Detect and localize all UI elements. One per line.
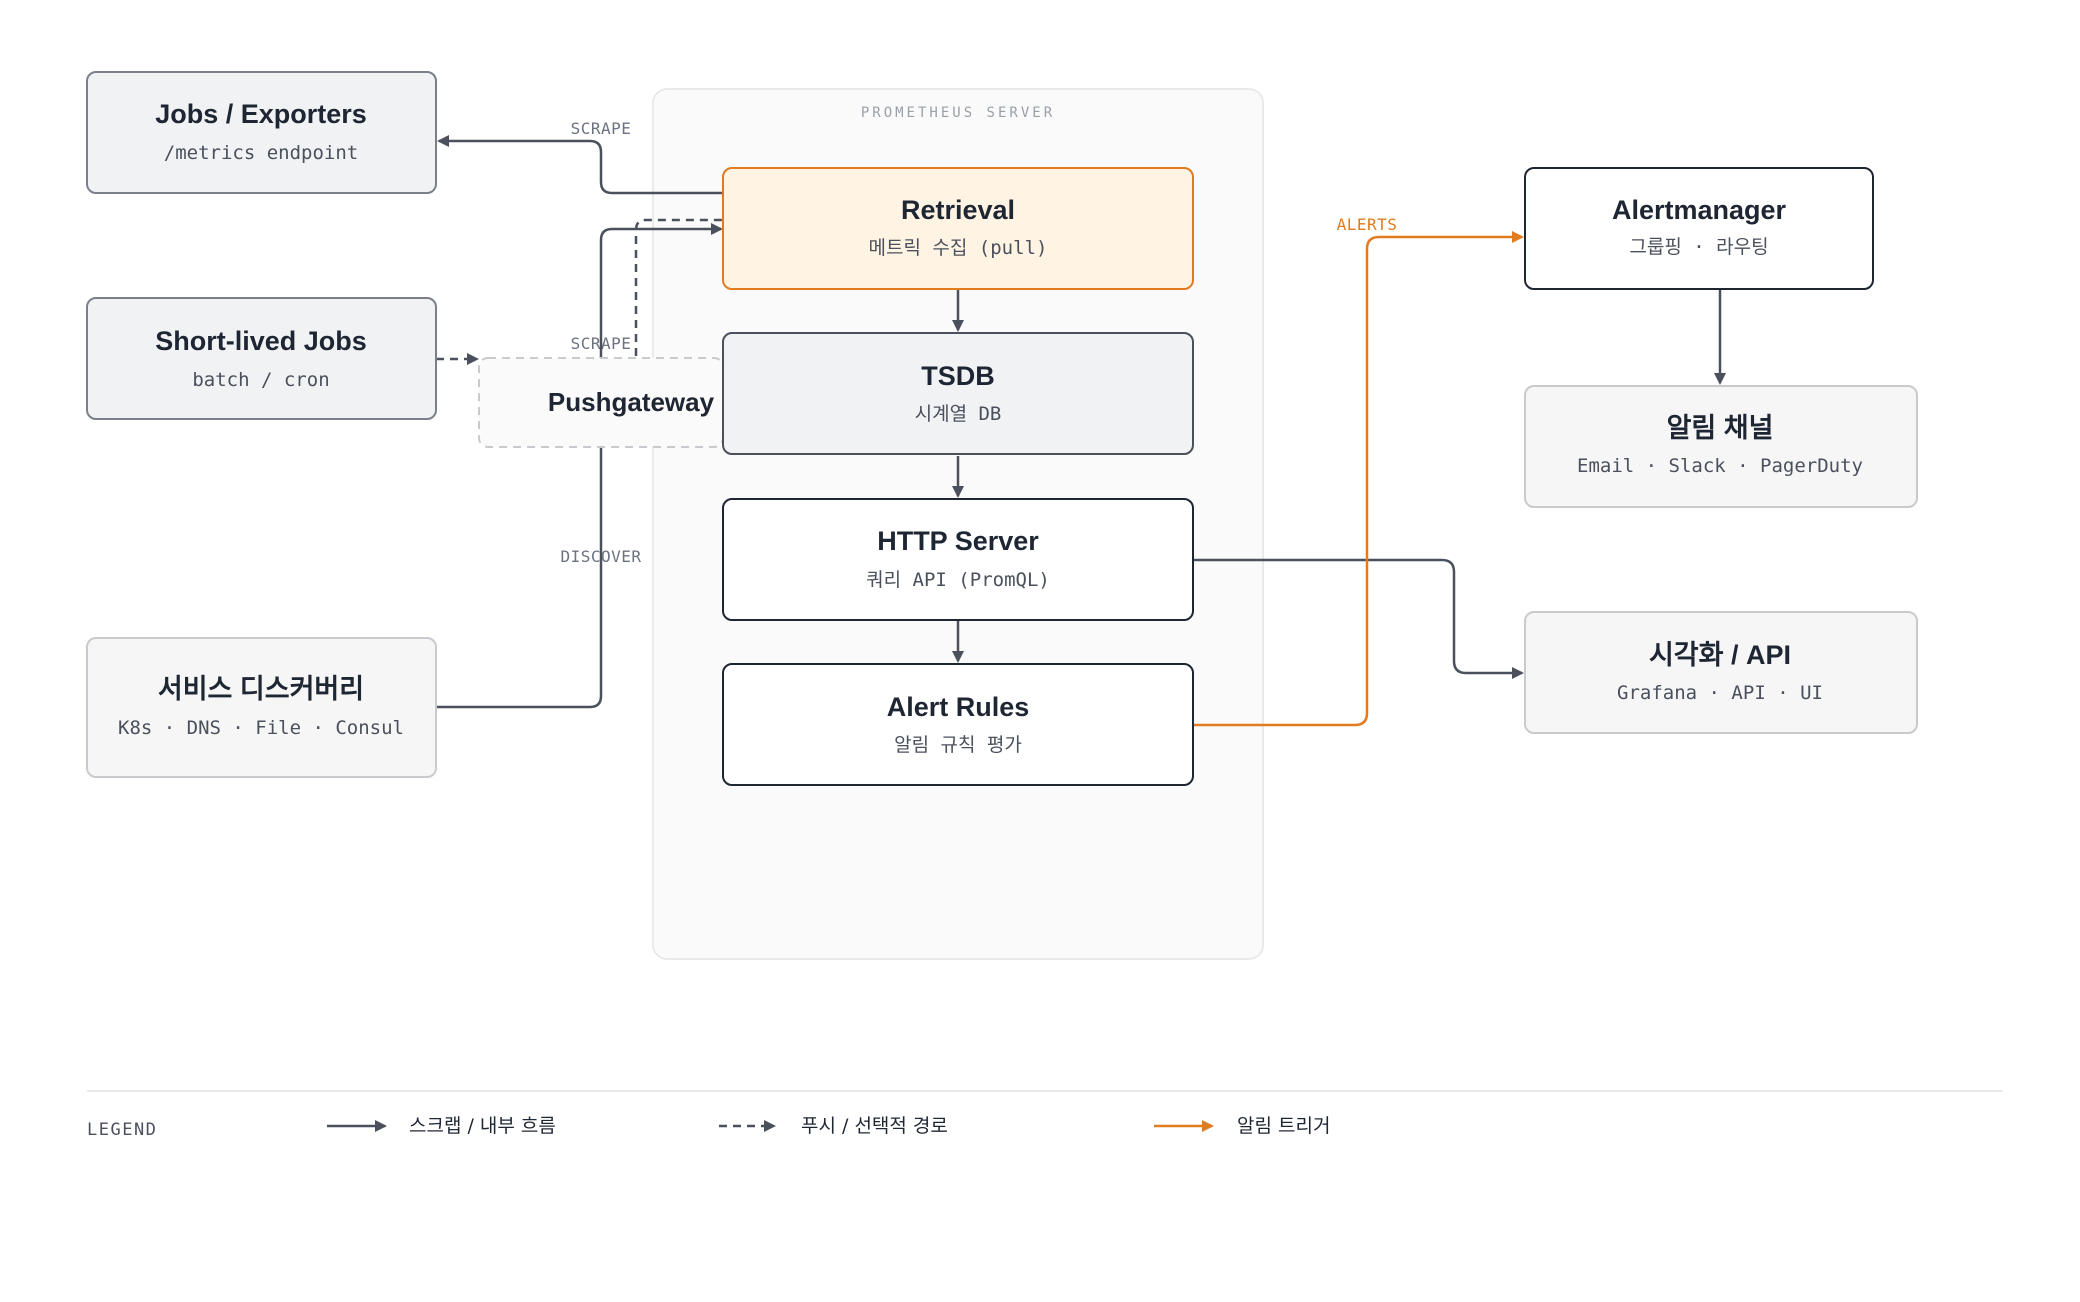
node-short-jobs-subtitle: batch / cron xyxy=(192,369,329,391)
node-pushgateway[interactable]: Pushgateway xyxy=(478,357,724,448)
node-jobs-title: Jobs / Exporters xyxy=(155,99,367,129)
node-jobs-subtitle: /metrics endpoint xyxy=(164,142,358,164)
node-retrieval[interactable]: Retrieval 메트릭 수집 (pull) xyxy=(722,167,1194,290)
node-pushgateway-title: Pushgateway xyxy=(548,387,715,417)
legend-title: LEGEND xyxy=(87,1120,157,1140)
node-discovery-subtitle: K8s · DNS · File · Consul xyxy=(118,717,404,739)
node-http-server[interactable]: HTTP Server 쿼리 API (PromQL) xyxy=(722,498,1194,621)
edge-discover xyxy=(436,223,723,709)
node-visualization[interactable]: 시각화 / API Grafana · API · UI xyxy=(1524,611,1918,734)
node-http-title: HTTP Server xyxy=(877,526,1039,556)
node-service-discovery[interactable]: 서비스 디스커버리 K8s · DNS · File · Consul xyxy=(86,637,437,778)
node-viz-title: 시각화 / API xyxy=(1649,640,1791,670)
node-short-jobs-title: Short-lived Jobs xyxy=(155,326,367,356)
node-alertmanager-title: Alertmanager xyxy=(1612,195,1787,225)
node-jobs-exporters[interactable]: Jobs / Exporters /metrics endpoint xyxy=(86,71,437,194)
prometheus-server-label: PROMETHEUS SERVER xyxy=(861,105,1055,121)
node-tsdb[interactable]: TSDB 시계열 DB xyxy=(722,332,1194,455)
node-http-subtitle: 쿼리 API (PromQL) xyxy=(866,569,1050,591)
node-retrieval-title: Retrieval xyxy=(901,195,1015,225)
legend: LEGEND 스크랩 / 내부 흐름 푸시 / 선택적 경로 알림 트리거 xyxy=(87,1090,2003,1140)
legend-label-scrape: 스크랩 / 내부 흐름 xyxy=(409,1115,556,1137)
node-channels-title: 알림 채널 xyxy=(1667,413,1774,443)
edge-label-scrape-jobs: SCRAPE xyxy=(571,119,632,138)
node-alert-channels[interactable]: 알림 채널 Email · Slack · PagerDuty xyxy=(1524,385,1918,508)
edge-scrape-jobs xyxy=(437,135,723,195)
node-alertmanager[interactable]: Alertmanager 그룹핑 · 라우팅 xyxy=(1524,167,1874,290)
node-rules-subtitle: 알림 규칙 평가 xyxy=(894,734,1022,756)
edge-http-viz xyxy=(1193,558,1524,679)
edge-label-alerts: ALERTS xyxy=(1337,215,1398,234)
edges: SCRAPE SCRAPE DISCOVER ALERTS xyxy=(436,119,1726,727)
node-short-lived-jobs[interactable]: Short-lived Jobs batch / cron xyxy=(86,297,437,420)
node-viz-subtitle: Grafana · API · UI xyxy=(1617,682,1823,704)
node-discovery-title: 서비스 디스커버리 xyxy=(158,674,364,704)
edge-alerts xyxy=(1193,231,1524,727)
node-rules-title: Alert Rules xyxy=(887,692,1030,722)
node-channels-subtitle: Email · Slack · PagerDuty xyxy=(1577,455,1863,477)
legend-label-push: 푸시 / 선택적 경로 xyxy=(801,1115,948,1137)
legend-label-alert: 알림 트리거 xyxy=(1237,1115,1330,1137)
node-tsdb-subtitle: 시계열 DB xyxy=(915,403,1002,425)
node-alert-rules[interactable]: Alert Rules 알림 규칙 평가 xyxy=(722,663,1194,786)
node-alertmanager-subtitle: 그룹핑 · 라우팅 xyxy=(1629,236,1768,258)
node-retrieval-subtitle: 메트릭 수집 (pull) xyxy=(869,237,1048,259)
node-tsdb-title: TSDB xyxy=(921,361,995,391)
edge-label-discover: DISCOVER xyxy=(560,547,641,566)
